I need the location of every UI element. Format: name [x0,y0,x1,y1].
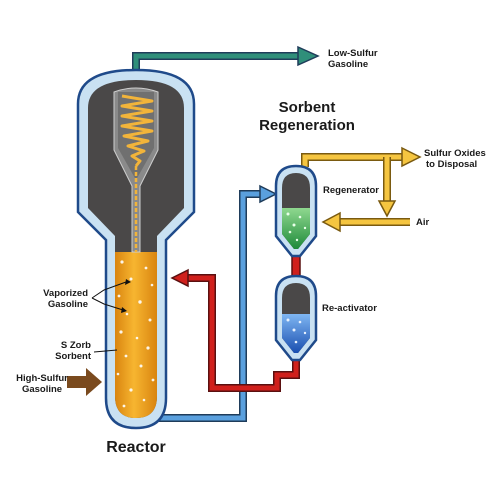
szorb-sorbent-label-2: Sorbent [55,351,92,362]
vapor-bubbles [116,260,155,408]
air-label: Air [416,217,430,228]
sulfur-oxides-arrowhead [401,146,422,168]
reactor-spring-coil [120,94,154,167]
reactor-vessel [76,68,196,430]
sorbent-bed [115,252,157,418]
low-sulfur-label-2: Gasoline [328,59,368,70]
vaporized-pointer [91,281,127,299]
high-sulfur-label: High-Sulfur [16,373,68,384]
sulfur-oxides-label-2: to Disposal [426,159,477,170]
sorbent-return-arrowhead [170,268,189,288]
sorbent-transfer-arrowhead [259,184,278,204]
high-sulfur-label-2: Gasoline [22,384,62,395]
low-sulfur-label: Low-Sulfur [328,48,378,59]
vaporized-gasoline-label: Vaporized [43,288,88,299]
regenerator-vessel [274,164,318,258]
air-inlet-arrowhead [321,211,341,233]
reactivator-label: Re-activator [322,303,377,314]
regenerator-label: Regenerator [323,185,379,196]
reactor-label: Reactor [106,439,166,456]
sorbent-regeneration-title-2: Regeneration [259,117,355,134]
reactivator-vessel [274,274,318,362]
high-sulfur-feed-arrowhead [86,368,102,396]
sulfur-oxides-label: Sulfur Oxides [424,148,486,159]
sorbent-regeneration-title: Sorbent [279,99,336,116]
szorb-sorbent-label: S Zorb [61,340,91,351]
low-sulfur-arrowhead [297,45,320,67]
sorbent-pointer [93,349,118,353]
high-sulfur-feed-shaft [67,376,87,388]
vaporized-gasoline-label-2: Gasoline [48,299,88,310]
regen-reactivator-connector [291,253,301,277]
